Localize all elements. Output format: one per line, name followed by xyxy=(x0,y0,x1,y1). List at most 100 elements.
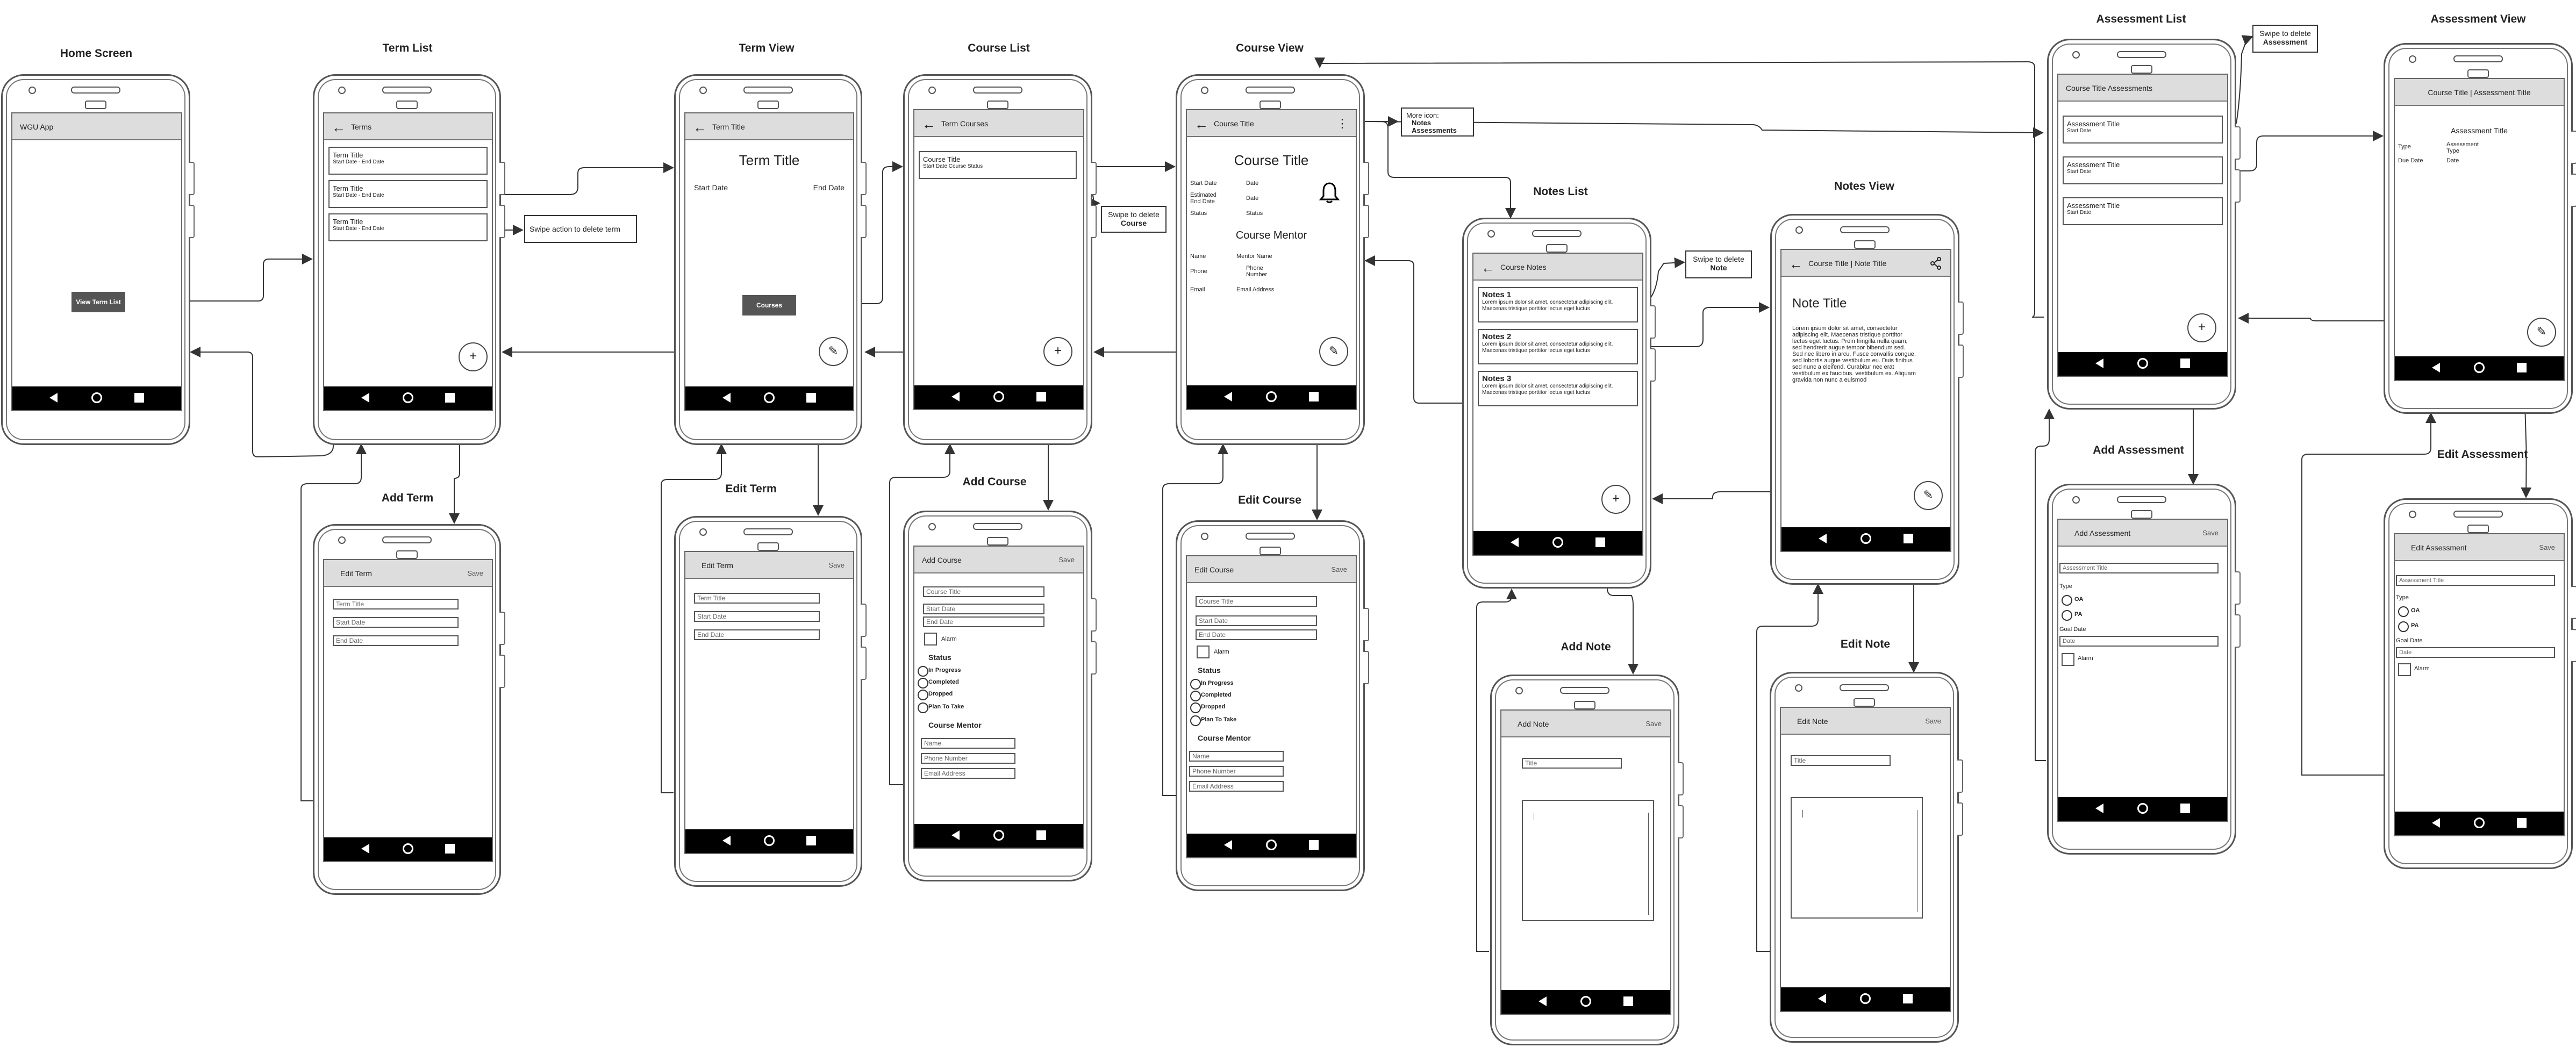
edit-pencil-icon[interactable]: ✎ xyxy=(1319,337,1348,366)
view-term-list-button[interactable]: View Term List xyxy=(71,292,125,312)
mentor-name-field[interactable]: Name xyxy=(921,738,1015,749)
nav-home-icon[interactable] xyxy=(1552,537,1563,548)
status-radio[interactable] xyxy=(918,690,928,700)
save-button[interactable]: Save xyxy=(2202,529,2219,537)
nav-recent-icon[interactable] xyxy=(1308,840,1319,850)
back-arrow-icon[interactable]: ← xyxy=(1789,256,1803,272)
end-date-field[interactable]: End Date xyxy=(923,616,1044,627)
nav-recent-icon[interactable] xyxy=(1308,392,1319,401)
nav-back-icon[interactable] xyxy=(1224,392,1233,401)
status-radio[interactable] xyxy=(918,666,928,677)
note-title-field[interactable]: Title xyxy=(1791,755,1891,766)
nav-recent-icon[interactable] xyxy=(806,836,817,845)
term-title-field[interactable]: Term Title xyxy=(333,599,459,609)
nav-recent-icon[interactable] xyxy=(2516,818,2527,828)
nav-home-icon[interactable] xyxy=(993,391,1004,402)
add-fab-button[interactable]: + xyxy=(459,342,488,371)
nav-home-icon[interactable] xyxy=(91,392,102,403)
more-menu-icon[interactable]: ⋮ xyxy=(1336,117,1348,130)
nav-home-icon[interactable] xyxy=(1266,840,1277,850)
term-title-field[interactable]: Term Title xyxy=(694,593,820,604)
nav-home-icon[interactable] xyxy=(1861,533,1871,544)
start-date-field[interactable]: Start Date xyxy=(694,611,820,622)
back-arrow-icon[interactable]: ← xyxy=(922,116,936,133)
nav-back-icon[interactable] xyxy=(2095,358,2104,368)
nav-back-icon[interactable] xyxy=(1224,840,1233,850)
note-body-textarea[interactable] xyxy=(1522,800,1654,921)
nav-home-icon[interactable] xyxy=(764,835,775,846)
nav-recent-icon[interactable] xyxy=(1903,534,1913,543)
nav-recent-icon[interactable] xyxy=(1036,830,1046,840)
start-date-field[interactable]: Start Date xyxy=(1196,615,1317,626)
start-date-field[interactable]: Start Date xyxy=(333,617,459,628)
add-fab-button[interactable]: + xyxy=(1043,337,1072,366)
nav-home-icon[interactable] xyxy=(764,392,775,403)
alarm-checkbox[interactable] xyxy=(1197,646,1210,658)
end-date-field[interactable]: End Date xyxy=(1196,629,1317,640)
save-button[interactable]: Save xyxy=(1925,717,1941,725)
bell-alarm-icon[interactable] xyxy=(1319,181,1340,204)
nav-home-icon[interactable] xyxy=(2137,803,2148,814)
nav-recent-icon[interactable] xyxy=(134,393,144,403)
nav-back-icon[interactable] xyxy=(2095,804,2104,813)
nav-home-icon[interactable] xyxy=(1580,996,1591,1007)
mentor-phone-field[interactable]: Phone Number xyxy=(1189,766,1284,777)
back-arrow-icon[interactable]: ← xyxy=(1194,116,1208,133)
nav-home-icon[interactable] xyxy=(403,843,413,854)
courses-button[interactable]: Courses xyxy=(742,295,796,315)
save-button[interactable]: Save xyxy=(1058,556,1075,564)
note-title-field[interactable]: Title xyxy=(1522,758,1622,769)
add-fab-button[interactable]: + xyxy=(2187,313,2216,342)
share-icon[interactable] xyxy=(1930,257,1942,270)
nav-back-icon[interactable] xyxy=(1539,996,1547,1006)
mentor-email-field[interactable]: Email Address xyxy=(1189,781,1284,792)
type-radio[interactable] xyxy=(2398,621,2409,632)
nav-back-icon[interactable] xyxy=(2432,818,2441,828)
back-arrow-icon[interactable]: ← xyxy=(332,119,346,136)
nav-back-icon[interactable] xyxy=(1818,994,1827,1003)
add-fab-button[interactable]: + xyxy=(1601,485,1630,514)
nav-recent-icon[interactable] xyxy=(2516,363,2527,372)
type-radio[interactable] xyxy=(2398,606,2409,617)
alarm-checkbox[interactable] xyxy=(2398,663,2411,676)
alarm-checkbox[interactable] xyxy=(924,633,937,646)
type-radio[interactable] xyxy=(2062,610,2072,621)
save-button[interactable]: Save xyxy=(467,569,483,577)
nav-recent-icon[interactable] xyxy=(445,393,455,403)
alarm-checkbox[interactable] xyxy=(2062,653,2074,666)
goal-date-field[interactable]: Date xyxy=(2396,647,2555,658)
edit-pencil-icon[interactable]: ✎ xyxy=(819,337,848,366)
nav-back-icon[interactable] xyxy=(951,392,960,401)
end-date-field[interactable]: End Date xyxy=(333,635,459,646)
nav-recent-icon[interactable] xyxy=(1902,994,1913,1003)
nav-back-icon[interactable] xyxy=(1511,537,1519,547)
nav-recent-icon[interactable] xyxy=(806,393,817,403)
note-body-textarea[interactable] xyxy=(1791,797,1923,919)
edit-pencil-icon[interactable]: ✎ xyxy=(1914,481,1943,510)
status-radio[interactable] xyxy=(1190,702,1201,713)
assessment-title-field[interactable]: Assessment Title xyxy=(2396,575,2555,586)
nav-home-icon[interactable] xyxy=(403,392,413,403)
start-date-field[interactable]: Start Date xyxy=(923,604,1044,614)
nav-back-icon[interactable] xyxy=(361,844,369,854)
mentor-phone-field[interactable]: Phone Number xyxy=(921,753,1015,764)
nav-back-icon[interactable] xyxy=(722,836,731,845)
nav-home-icon[interactable] xyxy=(1860,993,1871,1004)
nav-home-icon[interactable] xyxy=(1266,391,1277,402)
end-date-field[interactable]: End Date xyxy=(694,629,820,640)
nav-recent-icon[interactable] xyxy=(1595,537,1605,547)
type-radio[interactable] xyxy=(2062,595,2072,606)
nav-back-icon[interactable] xyxy=(951,830,960,840)
nav-back-icon[interactable] xyxy=(722,393,731,403)
back-arrow-icon[interactable]: ← xyxy=(1481,260,1495,276)
status-radio[interactable] xyxy=(1190,691,1201,701)
back-arrow-icon[interactable]: ← xyxy=(693,119,707,136)
assessment-title-field[interactable]: Assessment Title xyxy=(2059,563,2219,573)
